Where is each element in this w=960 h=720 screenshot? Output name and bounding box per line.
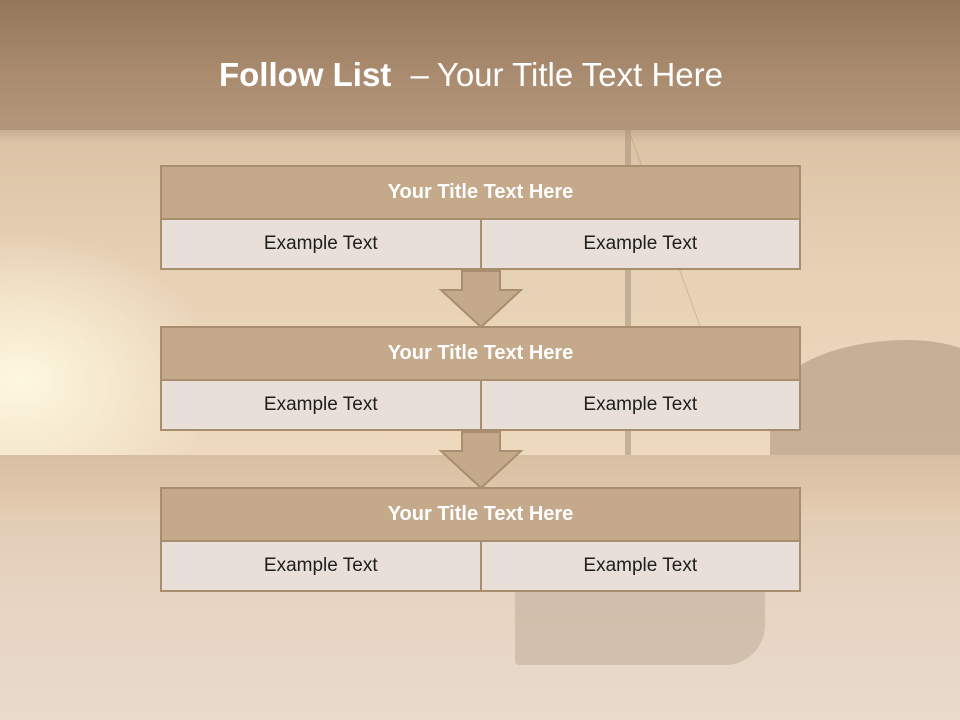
block-cell-right[interactable]: Example Text — [479, 220, 799, 268]
slide-title-bold: Follow List — [218, 56, 392, 93]
block-row: Example Text Example Text — [160, 542, 801, 592]
down-arrow-icon — [438, 431, 524, 490]
block-cell-left[interactable]: Example Text — [162, 542, 480, 590]
list-block-2: Your Title Text Here Example Text Exampl… — [160, 326, 801, 431]
block-cell-right[interactable]: Example Text — [479, 381, 799, 429]
header-fade — [0, 122, 960, 142]
block-title[interactable]: Your Title Text Here — [160, 326, 801, 381]
down-arrow-icon — [438, 270, 524, 329]
slide-title-dash: – — [410, 56, 429, 93]
list-block-1: Your Title Text Here Example Text Exampl… — [160, 165, 801, 270]
block-cell-left[interactable]: Example Text — [162, 220, 480, 268]
slide-title-rest: Your Title Text Here — [436, 56, 723, 93]
block-title[interactable]: Your Title Text Here — [160, 487, 801, 542]
block-row: Example Text Example Text — [160, 220, 801, 270]
header-band — [0, 0, 960, 130]
boat-mast — [625, 130, 631, 470]
block-title[interactable]: Your Title Text Here — [160, 165, 801, 220]
block-cell-left[interactable]: Example Text — [162, 381, 480, 429]
list-block-3: Your Title Text Here Example Text Exampl… — [160, 487, 801, 592]
block-cell-right[interactable]: Example Text — [479, 542, 799, 590]
slide-title: Follow List –Your Title Text Here — [0, 56, 942, 94]
block-row: Example Text Example Text — [160, 381, 801, 431]
